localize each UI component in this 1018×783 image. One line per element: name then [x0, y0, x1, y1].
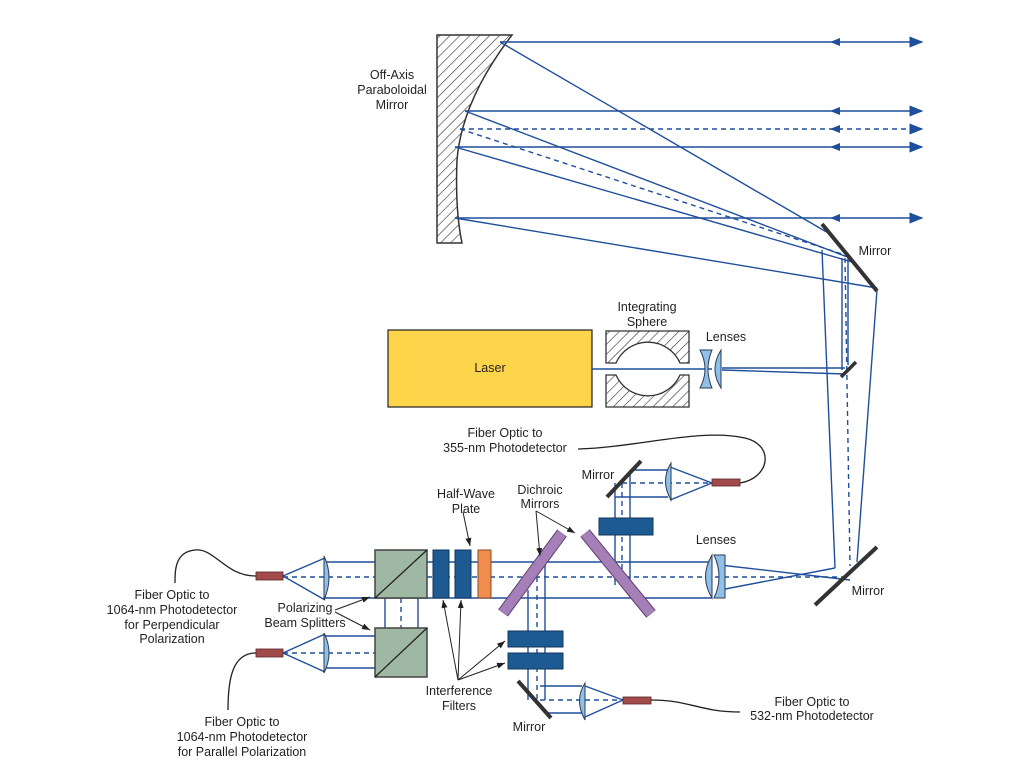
receiver-beams: [282, 466, 851, 718]
fiber-connector-532: [622, 696, 652, 705]
paraboloidal-mirror: [436, 34, 514, 244]
interference-filter: [454, 549, 472, 599]
label-lenses-bottom: Lenses: [696, 533, 736, 547]
label-mirror-355: Mirror: [582, 468, 615, 482]
fiber-connector-perp: [255, 571, 284, 581]
mirror-355: [605, 459, 643, 499]
label-mirror-bottom-right: Mirror: [852, 584, 885, 598]
fiber-cable-par: [227, 652, 257, 711]
polarizing-beam-splitter-1: [374, 549, 428, 599]
interference-filter: [507, 630, 564, 648]
lens-bottom-convex: [705, 553, 713, 600]
label-mirror-532: Mirror: [513, 720, 546, 734]
fiber-connector-par: [255, 648, 284, 658]
label-mirror-top: Mirror: [859, 244, 892, 258]
lens-532: [579, 681, 586, 721]
lens-par: [323, 632, 330, 674]
mirror-top: [820, 222, 879, 293]
mirror-bottom-right: [813, 545, 879, 607]
mirror-532: [516, 679, 553, 720]
interference-filter: [432, 549, 450, 599]
dichroic-mirror-2: [581, 529, 655, 618]
label-laser: Laser: [474, 361, 505, 375]
concave-lens: [699, 349, 713, 389]
lens-perp: [323, 555, 330, 601]
collimated-beams: [455, 36, 924, 224]
lens-355: [665, 461, 672, 502]
label-lenses-top: Lenses: [706, 330, 746, 344]
fiber-cable-355: [577, 434, 766, 484]
dichroic-mirror-1: [498, 530, 567, 616]
converging-beams: [454, 41, 878, 569]
convex-lens: [714, 348, 722, 390]
laser: [387, 329, 593, 408]
fiber-cable-perp: [174, 549, 257, 584]
fiber-cable-532: [650, 699, 741, 713]
mirror-small: [839, 360, 858, 379]
interference-filter: [507, 652, 564, 670]
interference-filter: [598, 517, 654, 536]
half-wave-plate: [477, 549, 492, 599]
polarizing-beam-splitter-2: [374, 627, 428, 678]
integrating-sphere: [605, 330, 690, 408]
fiber-connector-355: [711, 478, 741, 487]
lens-bottom-concave: [713, 554, 726, 599]
